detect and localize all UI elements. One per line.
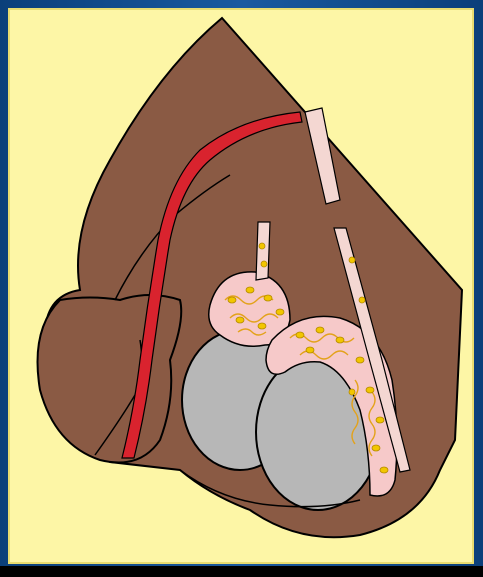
penis: [38, 295, 182, 463]
vas-deferens-left: [256, 222, 270, 280]
